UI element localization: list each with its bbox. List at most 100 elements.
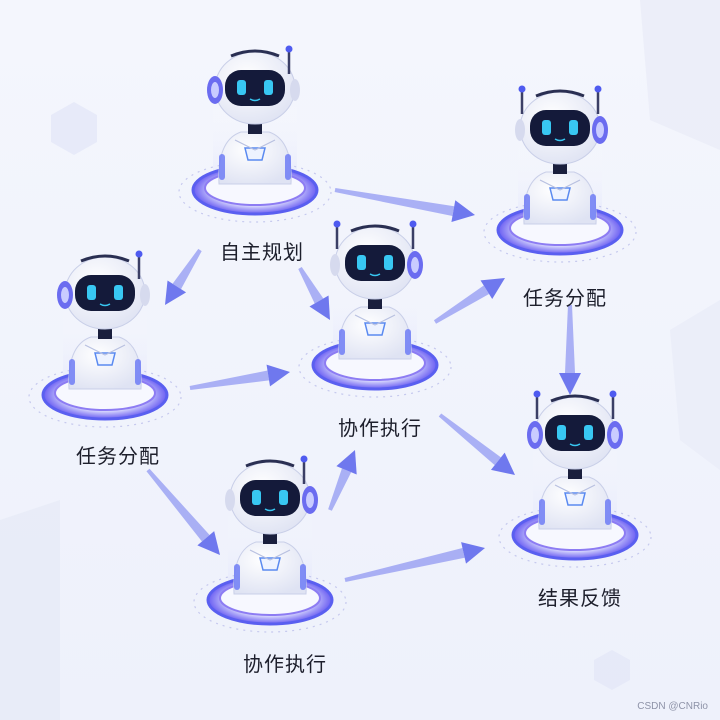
node-planning [178,45,332,223]
body-light-left [524,194,530,220]
robot-eye-left [542,120,551,135]
edge-assign-right-to-feedback [559,305,581,395]
edge-shaft [433,285,490,324]
head-stripe [245,459,295,468]
robot-ear-inner-right [306,492,314,508]
edge-planning-to-exec-center [298,267,330,320]
body-light-right [300,564,306,590]
robot-neck [263,532,277,544]
robot-visor [240,480,300,516]
arrowhead [336,450,357,475]
robot-eye-left [87,285,96,300]
robot-eye-left [252,490,261,505]
head-stripe [230,49,280,58]
node-label-exec-bottom: 协作执行 [243,652,327,676]
robot-antenna-tip [285,45,293,53]
head-stripe [550,394,600,403]
node-exec-center [298,220,452,398]
head-stripe [535,89,585,98]
robot-ear-inner-right [611,427,619,443]
edge-shaft [344,548,465,582]
halo-ring [28,366,182,428]
body-seam [554,484,596,496]
body-light-right [135,359,141,385]
edge-planning-to-assign-right [334,188,475,222]
halo-ring [483,201,637,263]
body-light-left [339,329,345,355]
robot-eye-right [569,120,578,135]
edge-planning-to-assign-left [165,248,202,305]
body-seam [354,314,396,326]
node-assign-right [483,85,637,263]
robot-ear-inner-right [596,122,604,138]
robot-mouth [554,138,566,142]
node-exec-bottom [193,455,347,633]
robot-ear-inner-right [411,257,419,273]
robot-ear-inner-left [61,287,69,303]
robot-eye-left [237,80,246,95]
robot-neck [248,122,262,134]
edge-shaft [298,267,324,304]
robot-antenna-tip [518,85,526,93]
nodes-layer [28,45,652,633]
watermark: CSDN @CNRio [637,701,708,712]
node-label-assign-right: 任务分配 [523,286,607,310]
body-light-right [405,329,411,355]
edge-shaft [334,188,455,217]
edge-exec-bottom-to-exec-center [328,450,357,511]
robot-eye-left [557,425,566,440]
edges-layer [146,188,581,582]
body-light-right [590,194,596,220]
arrowhead [480,278,505,300]
arrowhead [451,200,475,222]
robot-mouth [569,443,581,447]
robot-mouth [99,303,111,307]
halo-ring [193,571,347,633]
robot-visor [75,275,135,311]
robot-ear-plain [330,254,340,276]
body-seam [249,549,291,561]
robot-antenna-tip [135,250,143,258]
robot-eye-right [279,490,288,505]
robot-ear-plain [225,489,235,511]
robot-neck [553,162,567,174]
edge-assign-left-to-exec-center [189,364,290,390]
robot-neck [368,297,382,309]
node-label-planning: 自主规划 [220,240,304,264]
robot-ear-plain [290,79,300,101]
arrowhead [461,542,485,564]
node-feedback [498,390,652,568]
body-seam [234,139,276,151]
robot-antenna-tip [409,220,417,228]
robot-mouth [264,508,276,512]
halo-ring [178,161,332,223]
robot-visor [225,70,285,106]
edge-shaft [146,468,210,542]
robot-eye-left [357,255,366,270]
halo-ring [298,336,452,398]
robot-visor [345,245,405,281]
node-label-exec-center: 协作执行 [338,416,422,440]
head-stripe [350,224,400,233]
robot-antenna-tip [300,455,308,463]
arrowhead [309,295,330,320]
robot-antenna-tip [594,85,602,93]
body-light-left [69,359,75,385]
edge-assign-left-to-exec-bottom [146,468,220,555]
arrowhead [559,373,581,395]
robot-mouth [249,98,261,102]
body-light-left [219,154,225,180]
robot-eye-right [114,285,123,300]
robot-antenna-tip [333,220,341,228]
body-seam [539,179,581,191]
robot-ear-inner-left [211,82,219,98]
robot-antenna-tip [533,390,541,398]
robot-eye-right [384,255,393,270]
robot-mouth [369,273,381,277]
robot-neck [568,467,582,479]
robot-neck [98,327,112,339]
edge-exec-center-to-feedback [438,413,515,475]
edge-shaft [438,413,501,466]
